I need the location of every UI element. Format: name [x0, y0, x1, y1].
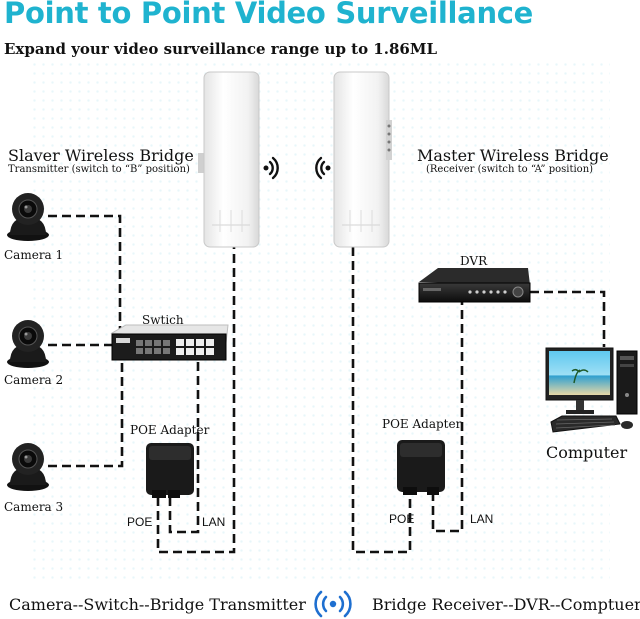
page-subtitle: Expand your video surveillance range up … — [4, 40, 437, 58]
slaver-bridge-title: Slaver Wireless Bridge — [8, 146, 194, 165]
master-bridge-title: Master Wireless Bridge — [417, 146, 609, 165]
footer-left-caption: Camera--Switch--Bridge Transmitter — [9, 595, 306, 614]
wifi-signal-right-icon — [263, 156, 279, 180]
lan-port-right-label: LAN — [470, 512, 494, 526]
camera-2-icon — [7, 320, 49, 368]
poe-port-right-label: POE — [389, 512, 415, 526]
wifi-signal-left-icon — [315, 156, 331, 180]
camera-2-label: Camera 2 — [4, 373, 64, 387]
slaver-bridge-subtitle: Transmitter (switch to “B” position) — [8, 164, 190, 175]
lan-port-left-label: LAN — [202, 515, 226, 529]
poe-adapter-right-device — [397, 440, 445, 495]
camera-1-label: Camera 1 — [4, 248, 64, 262]
camera-1-icon — [7, 193, 49, 241]
network-switch-device — [110, 324, 229, 361]
dvr-device — [418, 268, 531, 303]
cables — [48, 214, 606, 554]
cable-camera3-switch — [48, 357, 124, 468]
master-bridge-subtitle: (Receiver (switch to “A” position) — [426, 164, 594, 175]
computer-device — [545, 347, 638, 433]
dvr-label: DVR — [460, 254, 488, 268]
slaver-bridge-device — [198, 71, 260, 248]
poe-port-left-label: POE — [127, 515, 153, 529]
wireless-link-icon — [314, 590, 352, 618]
switch-label: Swtich — [142, 313, 184, 327]
cable-poe-bridge-left — [156, 247, 236, 554]
cable-dvr-computer — [530, 290, 606, 347]
poe-adapter-left-device — [146, 443, 194, 498]
cable-camera1-switch — [48, 214, 122, 333]
footer-right-caption: Bridge Receiver--DVR--Comptuer — [372, 595, 640, 614]
background-dot-pattern — [30, 60, 610, 580]
poe-adapter-right-label: POE Adapter — [382, 417, 462, 431]
cable-switch-lan-left — [168, 362, 200, 534]
camera-3-icon — [7, 443, 49, 491]
poe-adapter-left-label: POE Adapter — [130, 423, 210, 437]
camera-3-label: Camera 3 — [4, 500, 64, 514]
page-title: Point to Point Video Surveillance — [4, 0, 534, 30]
cable-lan-dvr-right — [431, 300, 464, 533]
master-bridge-device — [333, 71, 392, 248]
computer-label: Computer — [546, 443, 628, 462]
cable-bridge-poe-right — [351, 247, 412, 554]
